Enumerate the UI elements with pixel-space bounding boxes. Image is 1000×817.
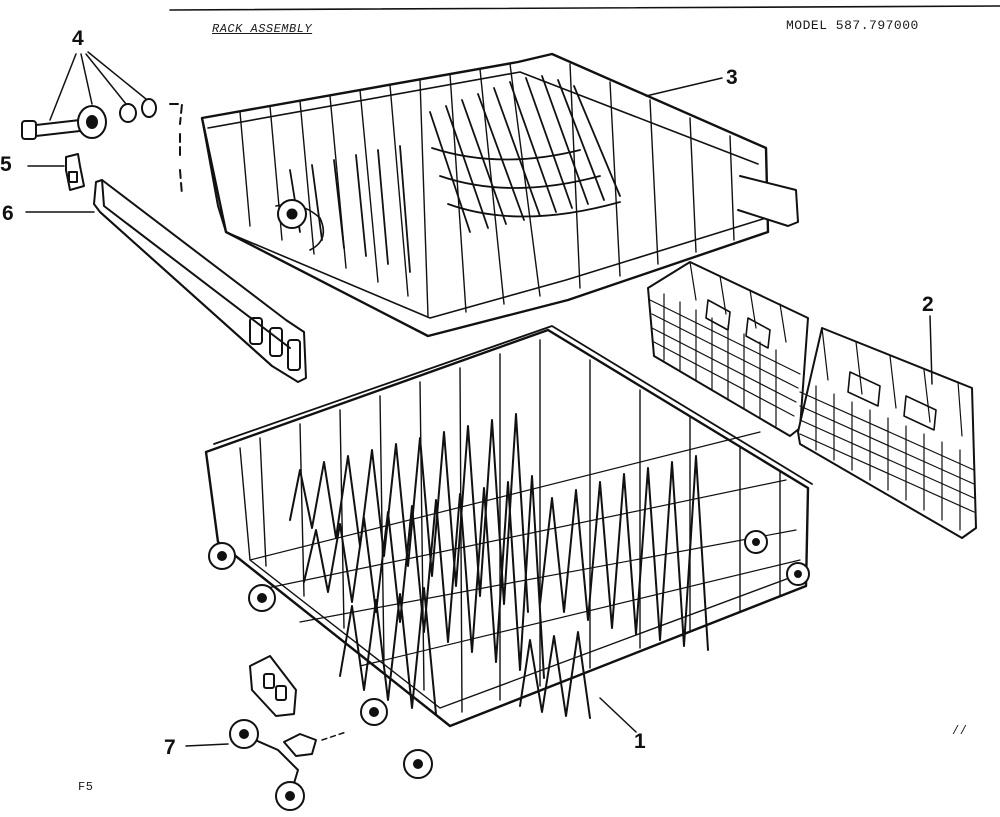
callout-1-leader <box>599 697 637 733</box>
top-border-line <box>169 5 1000 11</box>
silverware-basket <box>647 261 977 539</box>
lower-rack-tines <box>289 413 709 719</box>
assembly-dashed-line <box>169 103 183 196</box>
callout-7-label[interactable]: 7 <box>164 736 176 759</box>
rail-end-stop-part <box>27 153 85 191</box>
axle-bolt-shaft <box>35 119 81 137</box>
lower-rack <box>204 325 813 779</box>
lower-rack-uprights <box>259 339 781 713</box>
upper-rack-side-rail <box>737 175 799 227</box>
track-rail-part <box>25 179 307 383</box>
upper-rack-frame <box>200 52 770 338</box>
axle-roller-hub <box>86 115 98 129</box>
upper-rack <box>200 52 799 338</box>
callout-5-label[interactable]: 5 <box>0 153 12 176</box>
callout-6-label[interactable]: 6 <box>2 202 14 225</box>
upper-rack-tines <box>289 75 621 273</box>
callout-3-label[interactable]: 3 <box>726 66 738 89</box>
callout-7-leader <box>185 743 229 747</box>
axle-bolt-head <box>21 120 37 140</box>
washer-inner <box>119 103 137 123</box>
roller-axle-assembly <box>21 98 183 196</box>
model-number: MODEL 587.797000 <box>786 18 919 33</box>
lower-rack-roller-part <box>185 655 347 811</box>
corner-mark: // <box>952 724 968 738</box>
callout-4-leaders <box>49 51 147 121</box>
basket-right-section <box>797 327 977 539</box>
callout-2-leader <box>929 315 933 385</box>
callout-2-label[interactable]: 2 <box>922 293 934 316</box>
roller-bracket <box>245 735 299 791</box>
roller-pivot <box>283 733 317 757</box>
page-reference: F5 <box>78 780 94 794</box>
diagram-title: RACK ASSEMBLY <box>212 22 313 36</box>
washer-outer <box>141 98 157 118</box>
callout-4-label[interactable]: 4 <box>72 27 84 50</box>
callout-3-leader <box>645 77 723 97</box>
lower-rack-wheels <box>208 530 810 779</box>
callout-1-label[interactable]: 1 <box>634 730 646 753</box>
